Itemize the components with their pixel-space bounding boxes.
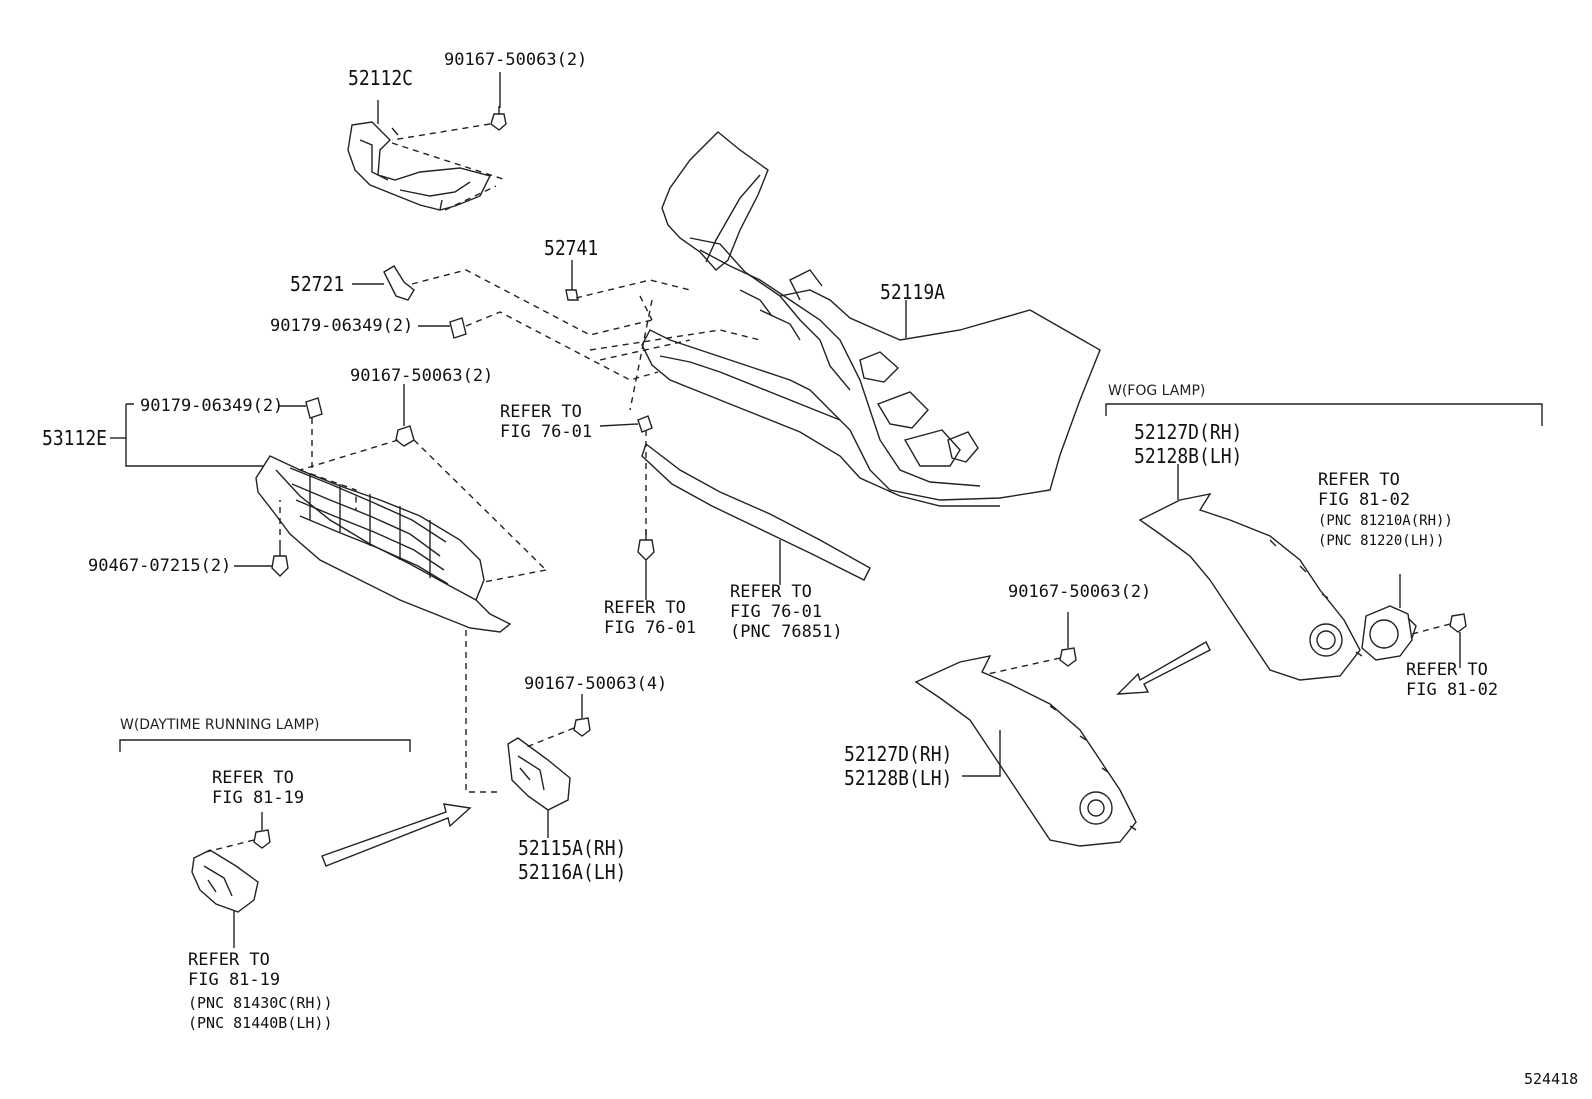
label-52115a: 52115A(RH) xyxy=(518,836,627,860)
refer-8119-b-line1: REFER TO xyxy=(188,950,270,970)
clip-refer-7601-a xyxy=(638,416,652,432)
leader-refer-7601-a xyxy=(600,424,638,426)
refer-7601-b-line1: REFER TO xyxy=(604,598,686,618)
bumper-cover-52119a xyxy=(642,132,1100,506)
refer-8102-a-line1: REFER TO xyxy=(1318,470,1400,490)
refer-7601-a-line1: REFER TO xyxy=(500,402,582,422)
screw-90467 xyxy=(272,546,288,576)
fog-lamp-unit xyxy=(1362,606,1416,660)
label-52116a: 52116A(LH) xyxy=(518,860,627,884)
leader-drl xyxy=(206,840,254,852)
refer-7601-a-line2: FIG 76-01 xyxy=(500,422,593,442)
cover-52127d-top xyxy=(1140,494,1362,680)
label-90167-lower: 90167-50063(4) xyxy=(524,674,668,694)
refer-8102-b-line2: FIG 81-02 xyxy=(1406,680,1499,700)
label-90179-left: 90179-06349(2) xyxy=(140,396,284,416)
clip-90167-right xyxy=(1060,648,1076,666)
refer-7601-c-line3: (PNC 76851) xyxy=(730,622,843,642)
upper-bracket-52112c xyxy=(348,122,490,210)
refer-8102-b-line1: REFER TO xyxy=(1406,660,1488,680)
clip-90179-left xyxy=(306,398,322,418)
leaders-grille xyxy=(280,418,546,792)
cover-52127d-mid xyxy=(916,656,1136,846)
refer-8102-a-line4: (PNC 81220(LH)) xyxy=(1318,533,1445,549)
clip-52721 xyxy=(384,266,414,300)
leader-upper-bracket xyxy=(392,124,506,210)
label-90167-mid: 90167-50063(2) xyxy=(350,366,494,386)
clip-90167-top xyxy=(491,106,506,130)
screw-drl xyxy=(254,830,270,848)
clip-90167-lower xyxy=(574,718,590,736)
label-52127d-top: 52127D(RH) xyxy=(1134,420,1243,444)
group-label-fog: W(FOG LAMP) xyxy=(1108,383,1206,399)
refer-8102-a-line3: (PNC 81210A(RH)) xyxy=(1318,513,1453,529)
bracket-52115a xyxy=(508,738,570,810)
leader-fog-screw xyxy=(1412,624,1450,634)
clip-90179-mid xyxy=(450,318,466,338)
refer-8119-b-line2: FIG 81-19 xyxy=(188,970,281,990)
clip-90167-mid xyxy=(396,426,414,446)
label-90467: 90467-07215(2) xyxy=(88,556,232,576)
label-52721: 52721 xyxy=(290,272,345,296)
refer-7601-c-line2: FIG 76-01 xyxy=(730,602,823,622)
label-52127d-mid: 52127D(RH) xyxy=(844,742,953,766)
label-52119a: 52119A xyxy=(880,280,946,304)
label-52128b-top: 52128B(LH) xyxy=(1134,444,1243,468)
retainer-strip xyxy=(642,444,870,580)
label-52128b-mid: 52128B(LH) xyxy=(844,766,953,790)
screw-refer-7601-b xyxy=(638,530,654,560)
label-52741: 52741 xyxy=(544,236,599,260)
label-90167-top: 90167-50063(2) xyxy=(444,50,588,70)
refer-7601-b-line2: FIG 76-01 xyxy=(604,618,697,638)
refer-8119-b-line4: (PNC 81440B(LH)) xyxy=(188,1014,333,1032)
arrow-drl xyxy=(322,804,470,866)
drl-group-bracket xyxy=(120,740,410,752)
arrow-fog xyxy=(1118,642,1210,694)
label-52112c: 52112C xyxy=(348,66,414,90)
leaders-upper-clips xyxy=(412,270,760,410)
fog-group-bracket xyxy=(1106,404,1542,426)
leader-cover-mid xyxy=(988,658,1060,674)
refer-8119-a-line1: REFER TO xyxy=(212,768,294,788)
refer-8102-a-line2: FIG 81-02 xyxy=(1318,490,1411,510)
drl-lamp xyxy=(192,850,258,912)
figure-id: 524418 xyxy=(1524,1070,1579,1088)
refer-7601-c-line1: REFER TO xyxy=(730,582,812,602)
leader-52127d-mid xyxy=(962,730,1000,776)
leader-53112e xyxy=(126,404,264,466)
screw-fog xyxy=(1450,614,1466,632)
refer-8119-b-line3: (PNC 81430C(RH)) xyxy=(188,994,333,1012)
refer-8119-a-line2: FIG 81-19 xyxy=(212,788,305,808)
label-90167-right: 90167-50063(2) xyxy=(1008,582,1152,602)
group-label-drl: W(DAYTIME RUNNING LAMP) xyxy=(120,717,320,733)
label-53112e: 53112E xyxy=(42,426,108,450)
lower-grille-53112e xyxy=(256,456,510,632)
label-90179-mid: 90179-06349(2) xyxy=(270,316,414,336)
leader-bracket xyxy=(524,728,574,748)
